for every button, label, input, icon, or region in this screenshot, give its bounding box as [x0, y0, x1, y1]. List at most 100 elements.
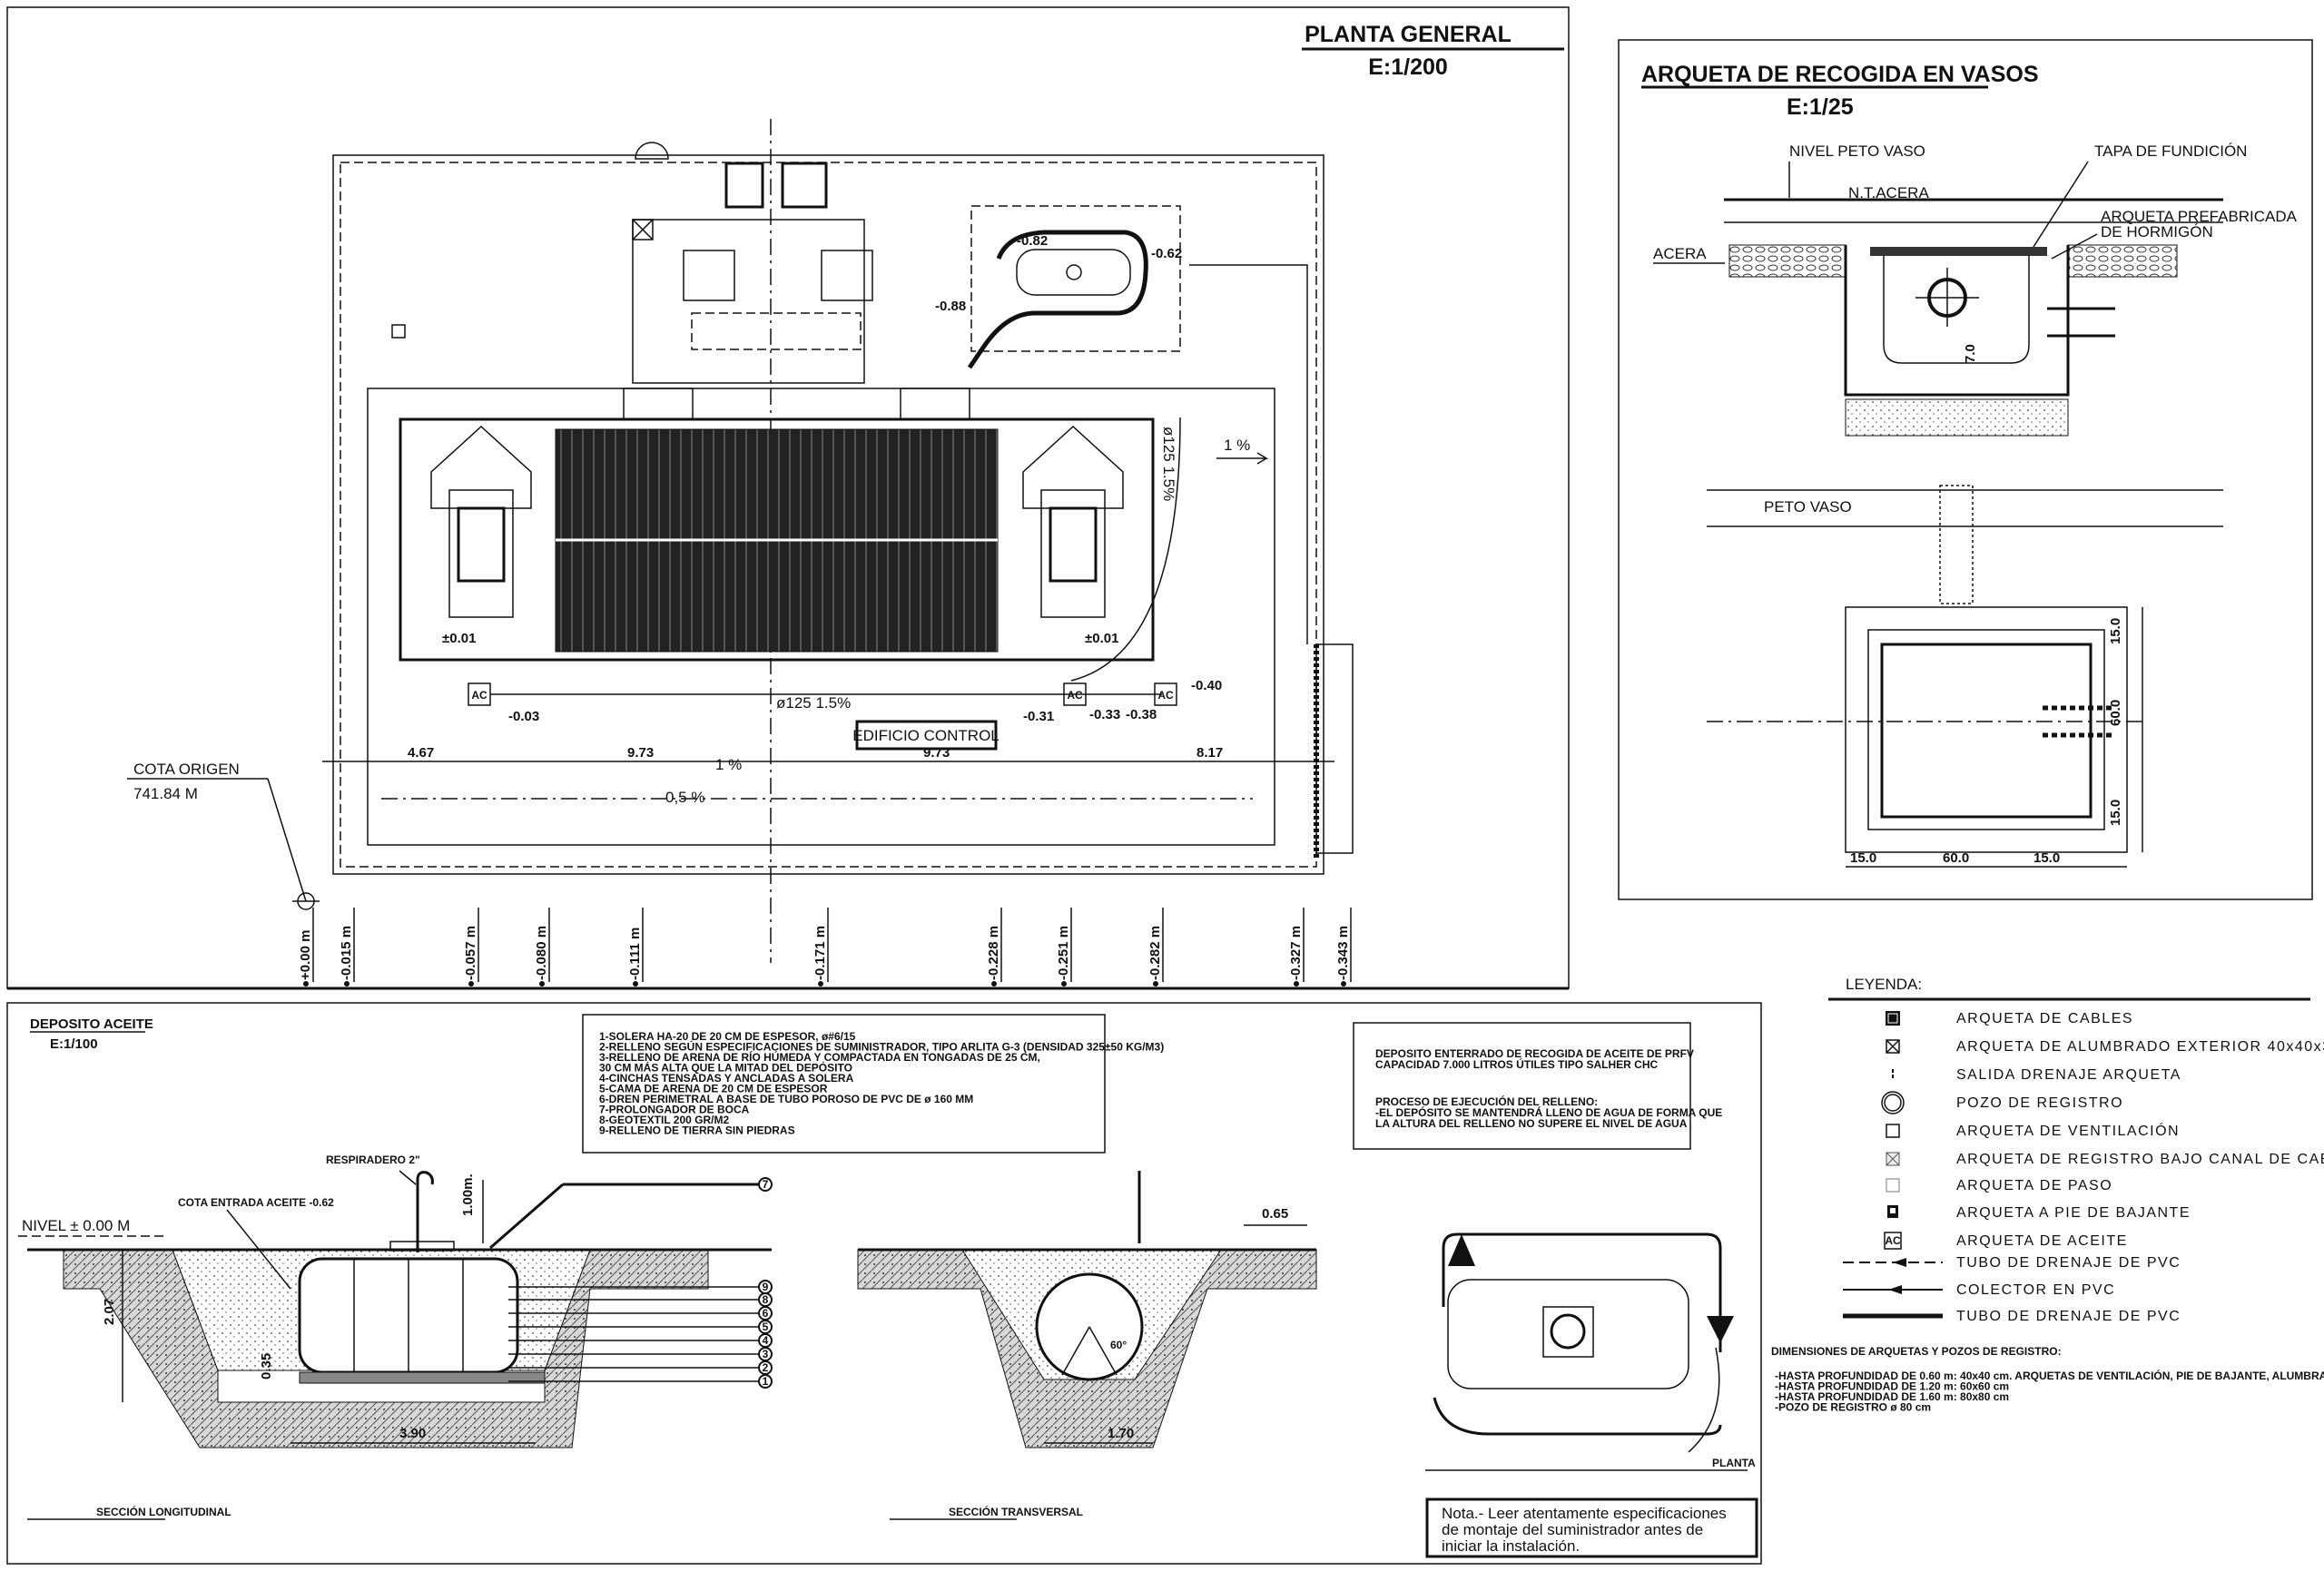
note-line: 8-GEOTEXTIL 200 GR/M2 — [599, 1114, 729, 1126]
oil-drain-pipe — [967, 230, 1148, 369]
profile-point — [468, 981, 474, 987]
dimension-label: 0.65 — [1262, 1206, 1288, 1222]
note-line: 5-CAMA DE ARENA DE 20 CM DE ESPESOR — [599, 1083, 828, 1095]
plan-title: PLANTA GENERAL — [1305, 22, 1512, 47]
tank-right — [781, 162, 828, 209]
profile-level-label: -0.282 m — [1147, 926, 1163, 980]
transformer-1 — [683, 250, 735, 301]
spec-list: DEPOSITO ENTERRADO DE RECOGIDA DE ACEITE… — [1375, 1047, 1722, 1130]
sidewalk-fill — [1728, 244, 1846, 278]
dimension-label: 15.0 — [2108, 800, 2123, 826]
dimension-rule: -HASTA PROFUNDIDAD DE 1.60 m: 80x80 cm — [1775, 1390, 2009, 1403]
door-right — [900, 388, 970, 420]
site-fence — [340, 162, 1317, 868]
drain-pipe-plan — [1939, 485, 1974, 604]
level-label: -0.88 — [935, 299, 966, 314]
dimension-label: 4.67 — [408, 745, 434, 761]
plan-scale: E:1/200 — [1368, 54, 1448, 80]
slope-label: 1 % — [1224, 437, 1250, 454]
callout-number: 1 — [763, 1375, 769, 1388]
leader — [489, 1183, 564, 1250]
leader — [2051, 233, 2098, 260]
respiradero-label: RESPIRADERO 2" — [326, 1154, 420, 1166]
arqueta-aceite-icon: AC — [1154, 682, 1177, 706]
level-label: -0.40 — [1191, 678, 1222, 693]
seccion-longitudinal — [27, 1171, 772, 1448]
cell-right — [1022, 425, 1124, 618]
slope-label: 1 % — [715, 756, 742, 773]
arqueta-registro-canal-icon — [1886, 1152, 1900, 1166]
control-building — [399, 417, 1155, 662]
legend-label: ARQUETA DE CABLES — [1956, 1011, 2133, 1026]
sidewalk-fill — [2067, 244, 2178, 278]
legend-label: ARQUETA A PIE DE BAJANTE — [1956, 1205, 2191, 1221]
callout-number: 6 — [763, 1307, 769, 1320]
spec-line: -EL DEPÓSITO SE MANTENDRÁ LLENO DE AGUA … — [1375, 1105, 1722, 1119]
cable-trench — [691, 312, 862, 350]
nota-line: Nota.- Leer atentamente especificaciones — [1442, 1505, 1727, 1522]
legend-label: ARQUETA DE VENTILACIÓN — [1956, 1122, 2180, 1139]
arqueta-plan-outer — [1845, 606, 2128, 853]
pozo-registro-icon — [1881, 1091, 1905, 1114]
level-label: -0.38 — [1126, 707, 1157, 722]
spec-box — [1353, 1022, 1691, 1150]
platform-outline — [367, 388, 1275, 846]
legend-label: COLECTOR EN PVC — [1956, 1282, 2115, 1298]
tank-left — [724, 162, 764, 209]
pipe-curve — [1070, 417, 1181, 682]
svg-text:AC: AC — [1157, 689, 1174, 702]
dimension-label: 8.17 — [1196, 745, 1223, 761]
dimension-label: 9.73 — [923, 745, 950, 761]
callout-number: 9 — [763, 1281, 769, 1293]
door-swing-icon — [635, 142, 669, 160]
cota-origen-label: COTA ORIGEN — [133, 761, 240, 778]
dimensions-list: -HASTA PROFUNDIDAD DE 0.60 m: 40x40 cm. … — [1775, 1369, 2324, 1414]
arqueta-ventilacion-icon — [1886, 1124, 1900, 1138]
light-box — [632, 219, 654, 241]
arqueta-aceite-icon: AC — [1063, 682, 1087, 706]
slope-label: 0,5 % — [665, 789, 704, 806]
profile-levels: +0.00 m-0.015 m-0.057 m-0.080 m-0.111 m-… — [298, 908, 1352, 987]
drain-line — [1189, 264, 1308, 644]
callout-number: 4 — [763, 1334, 769, 1347]
callout-number: 5 — [763, 1321, 769, 1333]
dimension-label: 60.0 — [1943, 850, 1969, 866]
arqueta-section — [1844, 245, 2070, 397]
nivel-label: NIVEL ± 0.00 M — [22, 1217, 130, 1234]
building-label-box — [855, 720, 998, 751]
profile-point — [344, 981, 350, 987]
section-label: SECCIÓN TRANSVERSAL — [949, 1505, 1083, 1518]
profile-point — [991, 981, 997, 987]
legend-label: TUBO DE DRENAJE DE PVC — [1956, 1255, 2181, 1271]
slope-arrow-icon — [1216, 452, 1269, 465]
profile-level-label: -0.111 m — [627, 928, 643, 980]
panel-frame — [1618, 39, 2313, 900]
leader — [226, 1209, 291, 1290]
dimension-label: 7.0 — [1963, 344, 1978, 363]
dimension-label: 0.35 — [259, 1353, 274, 1380]
level-label: -0.03 — [508, 709, 539, 724]
profile-point — [539, 981, 545, 987]
section-label: PLANTA — [1712, 1457, 1756, 1469]
cota-origen-value: 741.84 M — [133, 785, 198, 802]
arqueta-aceite-icon: AC — [1884, 1232, 1902, 1250]
profile-point — [303, 981, 309, 987]
deposito-planta — [1433, 1232, 1734, 1453]
door-left — [623, 388, 694, 420]
deposito-scale: E:1/100 — [50, 1036, 98, 1052]
dimension-label: 9.73 — [627, 745, 654, 761]
section-label: SECCIÓN LONGITUDINAL — [96, 1505, 231, 1518]
profile-point — [633, 981, 638, 987]
profile-point — [1153, 981, 1158, 987]
level-label: -0.82 — [1017, 233, 1048, 249]
dimension-label: 2.07 — [102, 1299, 117, 1325]
callout-number: 3 — [763, 1348, 769, 1360]
callout-number: 7 — [763, 1178, 769, 1191]
legend-label: ARQUETA DE ACEITE — [1956, 1233, 2128, 1249]
legend-label: SALIDA DRENAJE ARQUETA — [1956, 1067, 2181, 1083]
note-line: 7-PROLONGADOR DE BOCA — [599, 1104, 750, 1116]
level-label: ±0.01 — [1085, 631, 1118, 646]
callout-marker — [758, 1177, 773, 1192]
detail-title: ARQUETA DE RECOGIDA EN VASOS — [1641, 62, 2039, 87]
